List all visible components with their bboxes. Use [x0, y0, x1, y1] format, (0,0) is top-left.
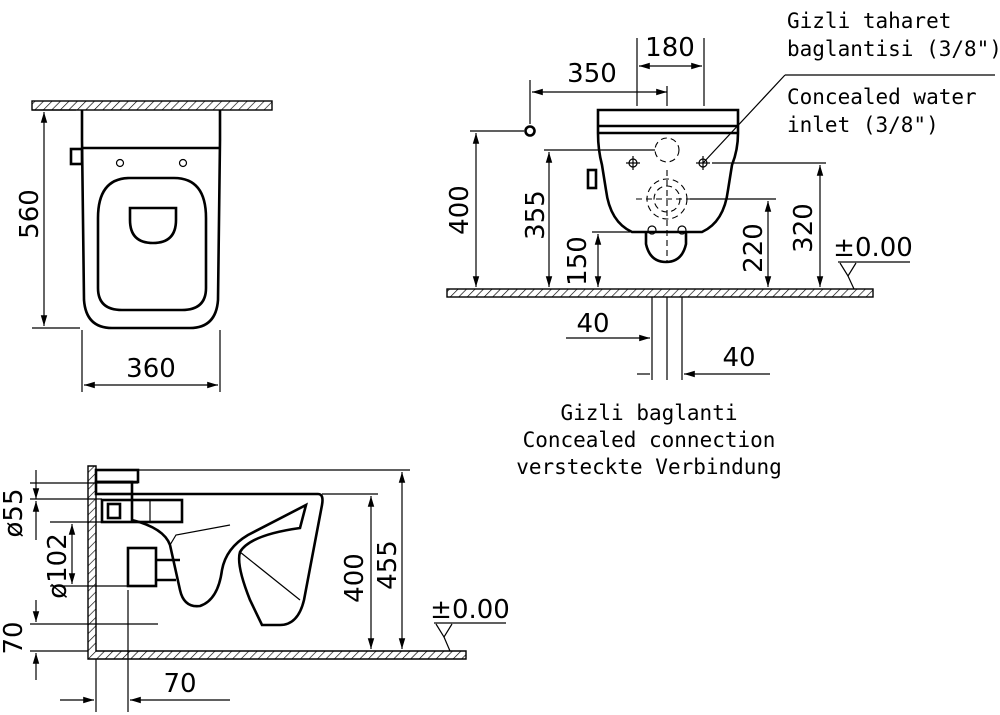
dim-depth-560: 560: [15, 189, 45, 239]
dim-width-360: 360: [126, 354, 176, 384]
dim-40-right: 40: [722, 343, 755, 373]
side-view: ø55 ø102 70 400 455 ±0.00 70: [0, 465, 510, 712]
dim-d55: ø55: [0, 489, 29, 538]
wall-top-view: [31, 100, 273, 111]
fixing-hole-right-icon: [178, 158, 188, 168]
dim-180: 180: [645, 33, 695, 63]
floor-level-front: ±0.00: [833, 233, 913, 263]
bowl-outline-front: [596, 108, 740, 234]
floor-level-marker-side-icon: [435, 623, 453, 639]
seat-outline-top: [96, 176, 208, 312]
dim-455: 455: [373, 540, 403, 590]
waste-pipe-connector: [126, 546, 158, 588]
dim-d102: ø102: [43, 533, 73, 599]
water-inlet-connector: [100, 498, 184, 524]
floor-level-marker-icon: [839, 262, 857, 278]
note-conn-tr: Gizli baglanti: [560, 401, 737, 425]
floor-level-side: ±0.00: [430, 595, 510, 625]
top-view: 560 360: [15, 100, 273, 392]
note-conn-en: Concealed connection: [523, 428, 776, 452]
note-water-tr-2: baglantisi (3/8"): [787, 37, 1000, 61]
wall-floor-side-view: [87, 465, 467, 660]
dim-350: 350: [567, 59, 617, 89]
floor-front-view: [446, 288, 874, 298]
note-conn-de: versteckte Verbindung: [516, 455, 782, 479]
dim-70-height: 70: [0, 621, 29, 654]
bowl-opening-top: [128, 206, 178, 245]
leader-water-inlet: [702, 74, 786, 164]
dim-150: 150: [563, 236, 593, 286]
side-button-front: [586, 168, 598, 190]
flush-plate-side: [94, 468, 140, 484]
outlet-pipe-front: [644, 232, 688, 264]
note-water-tr-1: Gizli taharet: [787, 9, 951, 33]
dim-40-left: 40: [576, 309, 609, 339]
note-water-en-1: Concealed water: [787, 85, 977, 109]
side-button-top: [69, 147, 84, 166]
dim-355: 355: [521, 190, 551, 240]
dim-320: 320: [789, 203, 819, 253]
water-inlet-hidden-icon: [654, 137, 680, 163]
dim-220: 220: [739, 223, 769, 273]
dim-400-front: 400: [445, 185, 475, 235]
note-water-en-2: inlet (3/8"): [787, 113, 939, 137]
dim-400-side: 400: [340, 553, 370, 603]
dim-70-depth: 70: [163, 669, 196, 699]
fixing-hole-left-icon: [115, 158, 125, 168]
front-view: 180 350 400 355 150 220 320 ±0.00: [445, 9, 1000, 479]
bowl-outline-top: [80, 110, 222, 330]
bowl-outline-side: [130, 492, 324, 627]
water-inlet-point-icon: [524, 125, 536, 137]
